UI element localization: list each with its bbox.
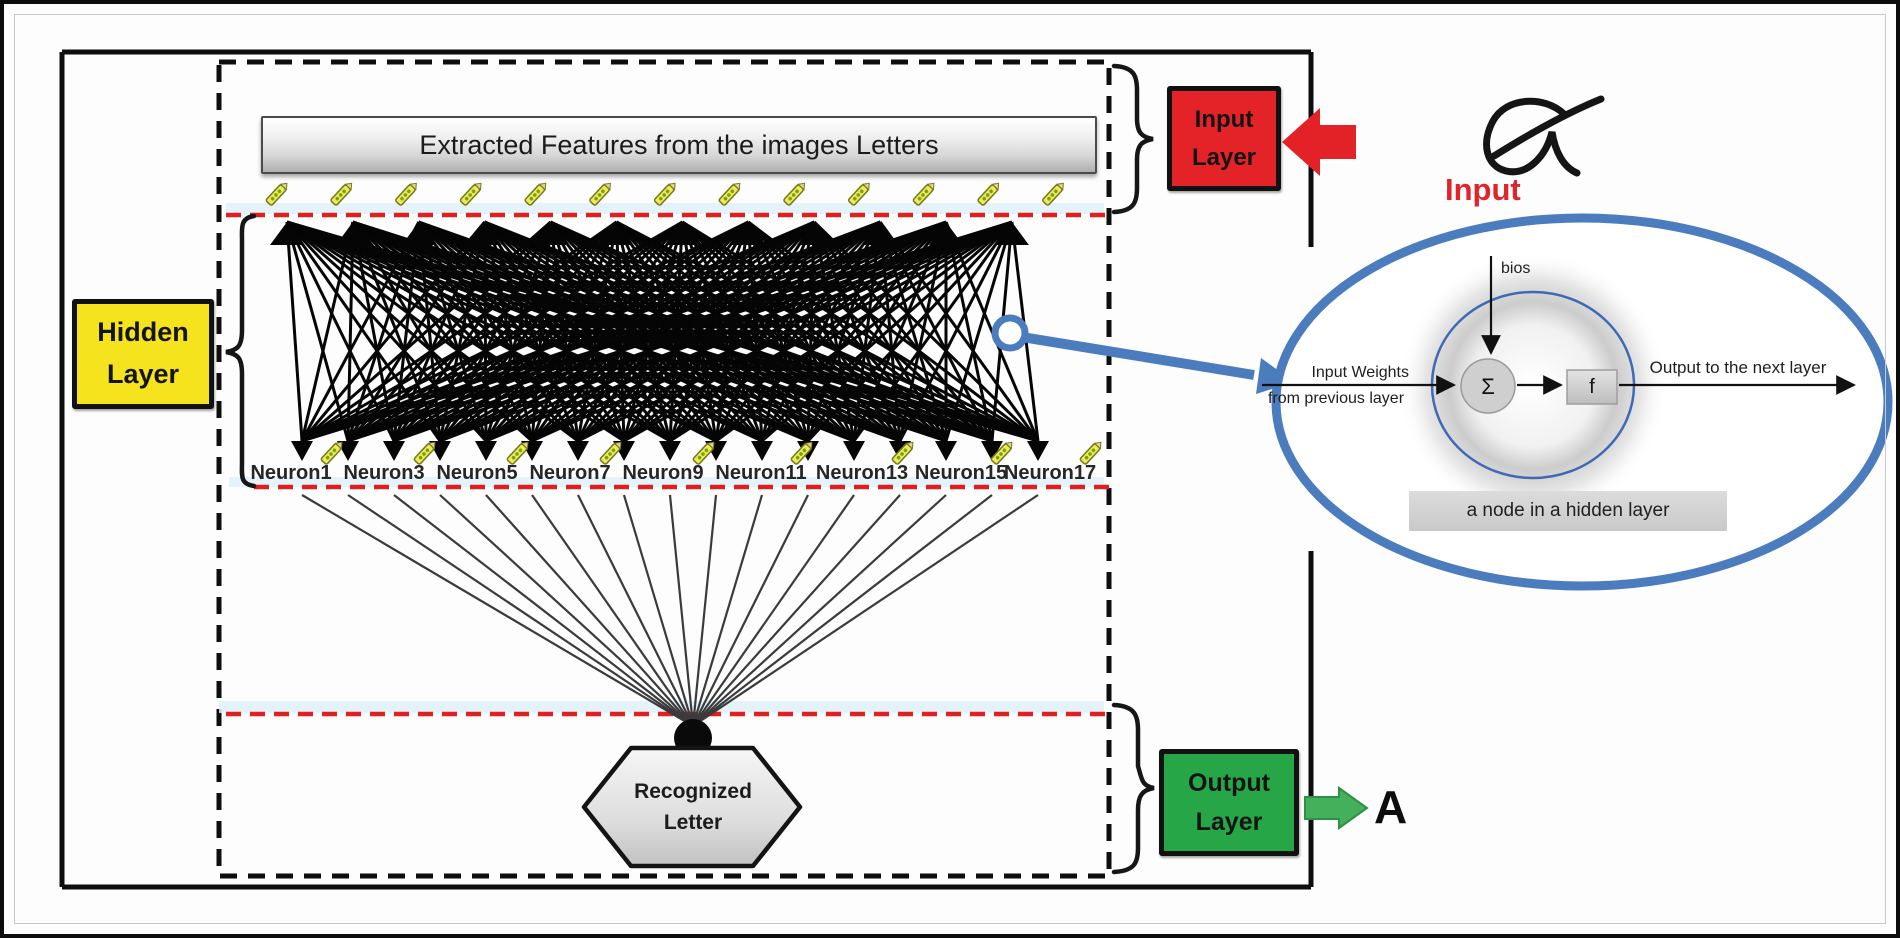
pencil-icon xyxy=(330,182,353,206)
pencil-icon xyxy=(589,182,611,206)
pencil-icon xyxy=(320,441,343,465)
braces xyxy=(225,63,1155,875)
pencil-icon xyxy=(783,182,806,206)
diagram-geometry xyxy=(59,49,1893,890)
feature-pencil-icons xyxy=(265,182,1102,465)
red-dashed-lines xyxy=(226,212,1109,717)
pencil-icon xyxy=(718,182,741,206)
neuron-label: Neuron7 xyxy=(529,462,611,484)
input-layer-box: Input Layer xyxy=(1167,86,1281,191)
pencil-icon xyxy=(265,182,288,206)
pencil-icon xyxy=(692,441,715,465)
sum-node-circle xyxy=(1460,358,1516,414)
pencil-icon xyxy=(1042,182,1064,206)
input-arrow xyxy=(1282,108,1356,176)
recognized-letter-hexagon xyxy=(581,745,803,869)
pencil-icon xyxy=(847,182,870,206)
sum-symbol: Σ xyxy=(1481,374,1495,399)
neuron-label: Neuron3 xyxy=(343,462,425,484)
pencil-icon xyxy=(891,441,914,465)
pencil-icon xyxy=(977,182,1000,206)
node-detail-arrows xyxy=(1262,256,1856,395)
pencil-icon xyxy=(506,441,529,465)
hidden-layer-brace xyxy=(225,213,257,489)
node-output-label: Output to the next layer xyxy=(1649,358,1827,377)
input-layer-brace xyxy=(1111,63,1154,215)
pencil-icon xyxy=(599,441,622,465)
neuron-label: Neuron17 xyxy=(1003,462,1097,484)
pencil-icon xyxy=(524,182,547,206)
recognized-letter-label: Recognized Letter xyxy=(634,779,752,835)
activation-box xyxy=(1566,369,1618,405)
pencil-icon xyxy=(990,441,1013,465)
input-annotation-text: Input xyxy=(1445,172,1521,207)
pencil-icon xyxy=(413,441,436,465)
input-to-hidden-connections xyxy=(270,220,1049,461)
bias-label: bios xyxy=(1501,260,1531,277)
pencil-icon xyxy=(395,182,417,206)
hidden-to-output-connections xyxy=(301,494,1039,727)
callout-connector xyxy=(1015,331,1255,380)
neuron-label: Neuron1 xyxy=(250,462,332,484)
pencil-icon xyxy=(912,182,935,206)
weights-label-line1: Input Weights xyxy=(1311,364,1409,381)
node-caption-bar: a node in a hidden layer xyxy=(1409,491,1727,531)
pencil-icon xyxy=(1079,441,1102,465)
pencil-icon xyxy=(790,441,813,465)
output-layer-brace xyxy=(1111,702,1155,875)
neuron-label: Neuron11 xyxy=(715,462,807,484)
neuron-label: Neuron5 xyxy=(436,462,518,484)
callout-source-circle xyxy=(991,314,1029,352)
weights-label-line2: from previous layer xyxy=(1267,390,1405,407)
activation-symbol: f xyxy=(1589,375,1595,398)
dashed-boundary xyxy=(216,59,1112,879)
neuron-label: Neuron9 xyxy=(622,462,704,484)
output-arrow xyxy=(1304,786,1369,830)
pencil-icon xyxy=(459,182,482,206)
output-letter-text: A xyxy=(1374,781,1408,833)
hidden-layer-box: Hidden Layer xyxy=(72,299,214,409)
extracted-features-bar: Extracted Features from the images Lette… xyxy=(261,116,1097,174)
output-layer-box: Output Layer xyxy=(1159,749,1299,856)
neuron-label: Neuron13 xyxy=(815,462,909,484)
neuron-label: Neuron15 xyxy=(914,462,1008,484)
handwritten-letter-icon xyxy=(1483,95,1605,177)
pencil-icon xyxy=(653,182,676,206)
inner-frame xyxy=(59,49,1314,890)
